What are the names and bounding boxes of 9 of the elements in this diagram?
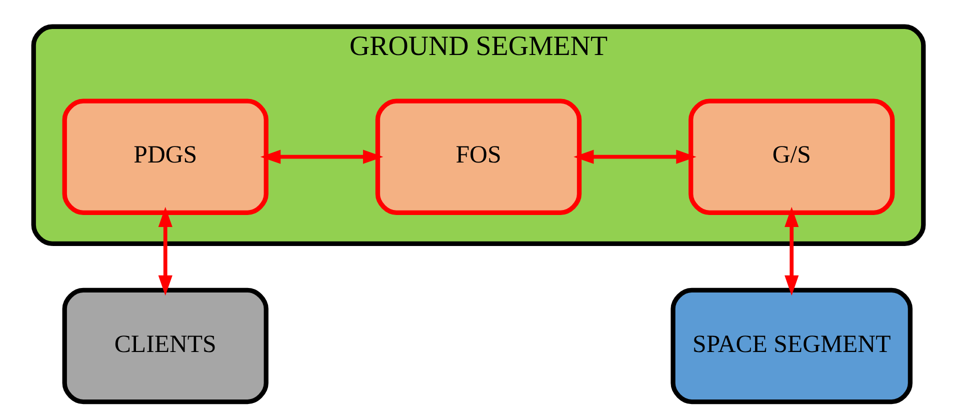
node-box: FOS bbox=[374, 98, 582, 215]
arrow bbox=[784, 206, 798, 296]
arrow bbox=[573, 150, 696, 164]
node-box: PDGS bbox=[62, 98, 268, 215]
node-box: G/S bbox=[688, 98, 894, 215]
node-box: CLIENTS bbox=[62, 288, 268, 404]
arrow bbox=[260, 150, 383, 164]
node-box: SPACE SEGMENT bbox=[670, 288, 912, 404]
arrow bbox=[158, 206, 172, 296]
